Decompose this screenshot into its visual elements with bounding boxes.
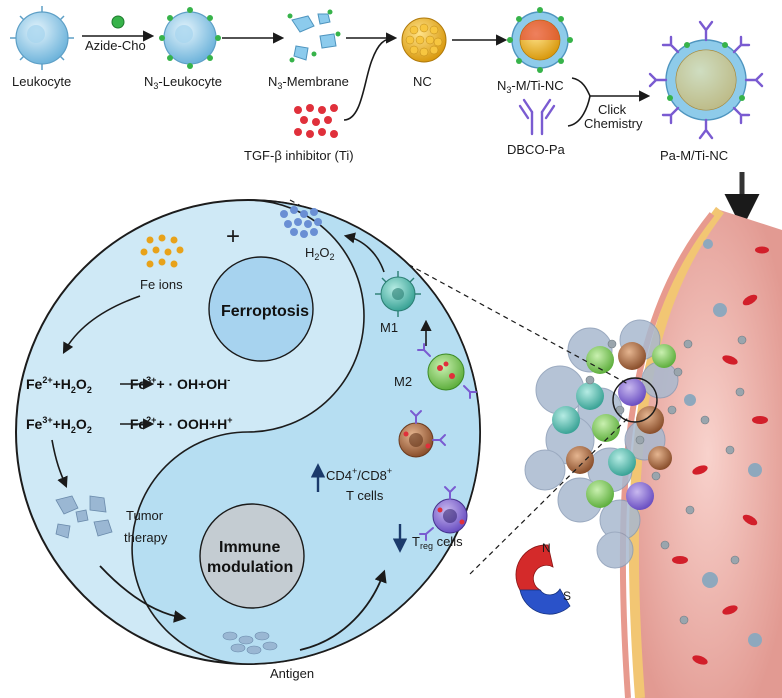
pa-mti-nc-particle-icon bbox=[648, 20, 764, 140]
plus-sign: + bbox=[226, 223, 240, 250]
m1-macrophage-icon bbox=[375, 271, 421, 317]
ferroptosis-label: Ferroptosis bbox=[221, 303, 309, 320]
arrow-fe-to-eq bbox=[62, 295, 141, 354]
azide-cho-label: Azide-Cho bbox=[85, 38, 146, 53]
arrow-ti-merge bbox=[343, 37, 396, 121]
n3-mti-nc-particle-icon bbox=[507, 7, 573, 73]
arrow-mti-merge bbox=[571, 77, 591, 97]
cd4-cd8-t-cell-icon bbox=[398, 410, 446, 458]
immune-modulation-node bbox=[199, 503, 305, 609]
nanoparticle-cluster-icon bbox=[280, 206, 322, 238]
tgf-inhibitor-label: TGF-β inhibitor (Ti) bbox=[244, 148, 354, 163]
treg-cell-icon bbox=[419, 486, 468, 541]
zoom-line-bottom bbox=[469, 417, 629, 575]
arrow-antigen-to-tcells bbox=[299, 569, 387, 651]
fe-ions-dots-icon bbox=[140, 234, 184, 268]
fe-ions-label: Fe ions bbox=[140, 277, 183, 292]
immune-label-1: Immune bbox=[219, 539, 280, 556]
nc-label: NC bbox=[413, 74, 432, 89]
m2-label: M2 bbox=[394, 374, 412, 389]
pa-mti-nc-label: Pa-M/Ti-NC bbox=[660, 148, 728, 163]
nc-nanocluster-icon bbox=[401, 17, 447, 63]
n3-membrane-label: N3-Membrane bbox=[268, 74, 349, 91]
tgf-inhibitor-dots-icon bbox=[294, 104, 338, 138]
n3-membrane-fragments-icon bbox=[287, 9, 341, 63]
magnet-icon: N S bbox=[515, 541, 571, 615]
dbco-pa-antibody-icon bbox=[518, 98, 556, 136]
blood-vessel bbox=[619, 206, 782, 698]
arrow-eq-to-tumor bbox=[51, 439, 68, 489]
antigen-label: Antigen bbox=[270, 666, 314, 681]
click-label: Click bbox=[598, 102, 627, 117]
n3-mti-nc-label: N3-M/Ti-NC bbox=[497, 78, 564, 95]
tumor-fragments-icon bbox=[55, 495, 113, 539]
cd4-cd8-label: CD4+/CD8+ bbox=[326, 466, 392, 483]
dbco-pa-label: DBCO-Pa bbox=[507, 142, 566, 157]
treg-cells-label: Treg cells bbox=[412, 534, 463, 551]
ferroptosis-node bbox=[208, 256, 314, 362]
magnet-n-label: N bbox=[542, 541, 551, 555]
arrow-dbco-merge bbox=[567, 95, 591, 127]
antigen-fragments-icon bbox=[222, 631, 278, 655]
n3-leukocyte-cell-icon bbox=[159, 7, 221, 69]
leukocyte-cell-icon bbox=[10, 6, 74, 70]
leukocyte-label: Leukocyte bbox=[12, 74, 71, 89]
magnet-s-label: S bbox=[563, 589, 571, 603]
chemistry-label: Chemistry bbox=[584, 116, 643, 131]
arrow-m1-to-h2o2 bbox=[343, 232, 385, 273]
t-cells-label: T cells bbox=[346, 488, 384, 503]
tumor-tissue bbox=[524, 319, 693, 569]
n3-leukocyte-label: N3-Leukocyte bbox=[144, 74, 222, 91]
tumor-label-1: Tumor bbox=[126, 508, 164, 523]
immune-label-2: modulation bbox=[207, 559, 293, 576]
m2-macrophage-icon bbox=[417, 343, 477, 399]
arrow-tumor-to-antigen bbox=[99, 565, 187, 623]
h2o2-label: H2O2 bbox=[305, 245, 335, 262]
tumor-label-2: therapy bbox=[124, 530, 168, 545]
m1-label: M1 bbox=[380, 320, 398, 335]
zoom-circle bbox=[612, 377, 658, 423]
azide-cho-sphere-icon bbox=[111, 15, 125, 29]
